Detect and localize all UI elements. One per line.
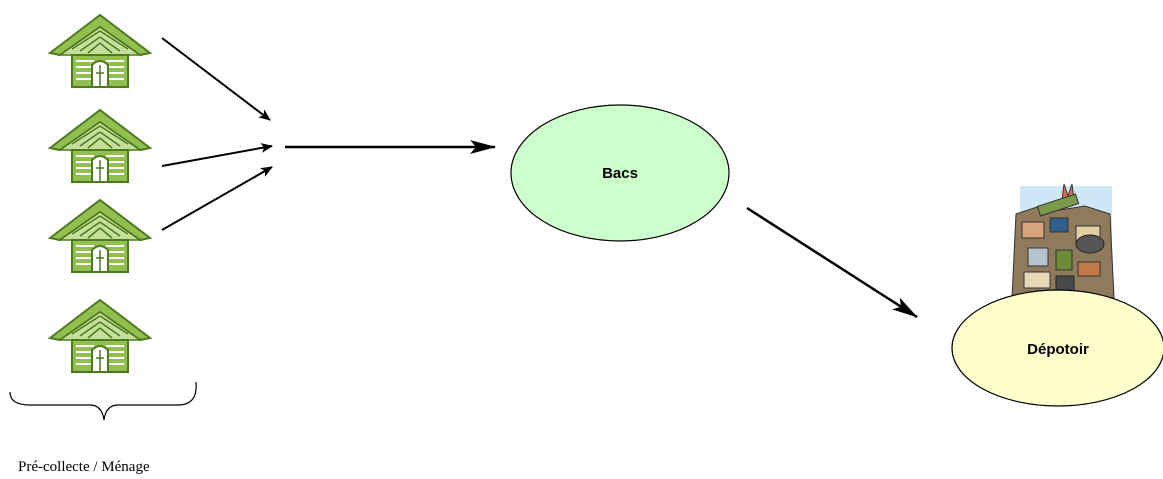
garbage-pile-icon — [1011, 183, 1115, 299]
arrow-house1 — [161, 37, 271, 121]
curly-brace — [9, 381, 197, 421]
arrow-to-depotoir — [746, 206, 918, 319]
hut-icon — [49, 299, 151, 373]
hut-icon — [49, 109, 151, 183]
arrow-house2 — [161, 143, 273, 167]
hut-icon — [49, 199, 151, 273]
house-group — [49, 14, 151, 373]
hut-icon — [49, 14, 151, 88]
node-depotoir: Dépotoir — [951, 289, 1163, 407]
caption-precollecte: Pré-collecte / Ménage — [18, 459, 150, 475]
depotoir-label: Dépotoir — [1027, 341, 1089, 358]
bacs-label: Bacs — [602, 165, 638, 182]
arrow-house3 — [161, 166, 273, 231]
node-bacs: Bacs — [510, 104, 730, 242]
